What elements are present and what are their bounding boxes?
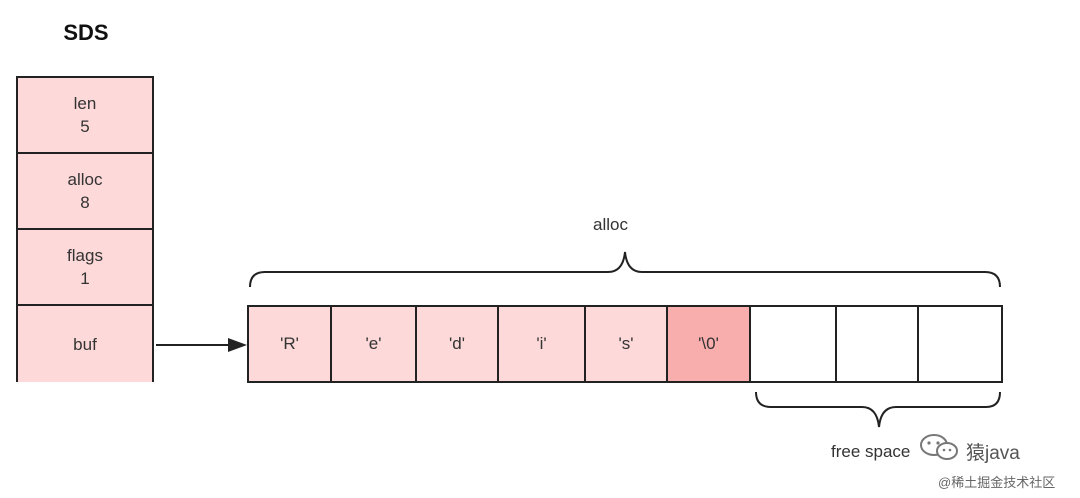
field-name: buf (73, 334, 97, 354)
watermark-main: 猿java (966, 443, 1020, 464)
buffer-cell-used: 'e' (332, 307, 417, 381)
watermark-sub: @稀土掘金技术社区 (938, 475, 1056, 490)
field-value: 8 (80, 193, 90, 212)
free-space-brace (755, 391, 1001, 428)
buffer-cell-used: 's' (586, 307, 668, 381)
diagram-title: SDS (63, 20, 109, 45)
field-value: 5 (80, 117, 90, 136)
buffer-cell-free (919, 307, 1001, 381)
field-value: 1 (80, 269, 90, 288)
buf-pointer-arrow-head (228, 338, 247, 352)
wechat-logo-icon (920, 434, 958, 460)
alloc-label: alloc (593, 215, 628, 234)
buffer-cell-free (837, 307, 919, 381)
sds-struct: len 5 alloc 8 flags 1 buf (16, 76, 154, 382)
field-name: flags (67, 246, 103, 265)
buffer-cell-used: 'd' (417, 307, 499, 381)
struct-field-alloc: alloc 8 (18, 154, 152, 230)
alloc-brace (249, 251, 1001, 288)
struct-field-buf: buf (18, 306, 152, 382)
field-name: len (73, 94, 97, 113)
buffer-cell-terminator: '\0' (668, 307, 751, 381)
buffer-cell-used: 'R' (249, 307, 332, 381)
field-name: alloc (67, 170, 103, 189)
buffer-cell-free (751, 307, 837, 381)
free-space-label: free space (831, 442, 911, 461)
buffer-array: 'R''e''d''i''s''\0' (247, 305, 1003, 383)
struct-field-flags: flags 1 (18, 230, 152, 306)
buffer-cell-used: 'i' (499, 307, 586, 381)
struct-field-len: len 5 (18, 78, 152, 154)
